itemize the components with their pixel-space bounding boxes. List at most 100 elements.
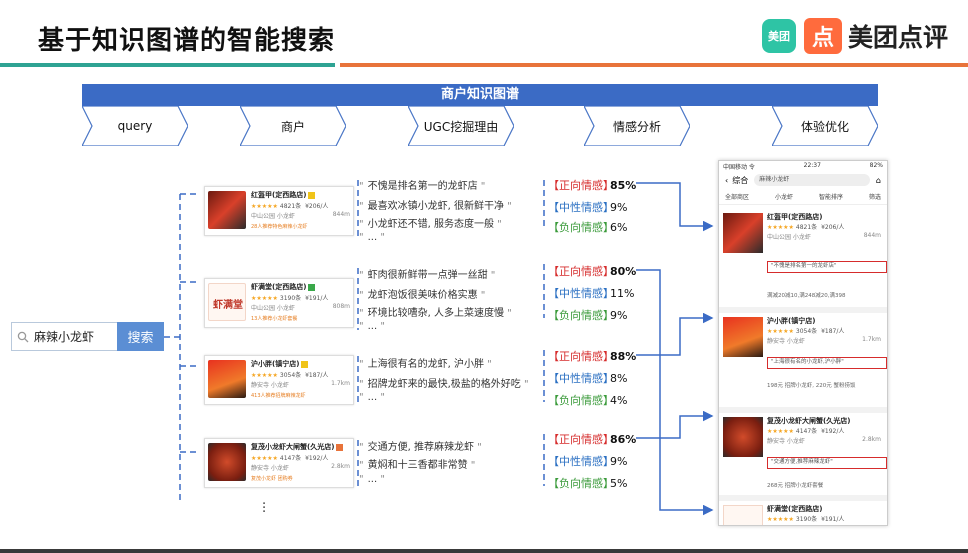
result-name: 复茂小龙虾大闸蟹(久光店)	[767, 417, 851, 425]
merchant-rating: ★★★★★4821条 ¥206/人	[251, 203, 329, 210]
sentiment-neutral: 【中性情感】9%	[548, 455, 628, 468]
filter-category[interactable]: 小龙虾	[774, 194, 793, 201]
ugc-quote: "龙虾泡饭很美味价格实惠 "	[359, 290, 486, 301]
merchant-area: 静安寺 小龙虾	[251, 465, 289, 472]
phone-search-input[interactable]: 麻辣小龙虾	[754, 174, 870, 186]
sentiment-neutral: 【中性情感】11%	[548, 287, 635, 300]
merchant-area: 中山公园 小龙虾	[251, 213, 295, 220]
svg-text:虾满堂: 虾满堂	[213, 298, 243, 311]
search-button[interactable]: 搜索	[117, 322, 164, 351]
merchant-tag: 复茂小龙虾 团购券	[251, 476, 293, 482]
result-promo: 268元 招牌小龙虾套餐	[767, 483, 824, 489]
sentiment-neutral: 【中性情感】9%	[548, 201, 628, 214]
merchant-card[interactable]: 复茂小龙虾大闸蟹(久光店) ★★★★★4147条 ¥192/人 静安寺 小龙虾 …	[204, 438, 354, 488]
result-name: 沪小胖(镇宁店)	[767, 317, 816, 325]
result-rating: ★★★★★4147条 ¥192/人	[767, 428, 845, 435]
result-promo: 满减20减10,满248减20,满398	[767, 293, 846, 299]
certified-badge-icon	[301, 360, 309, 368]
merchant-card[interactable]: 虾满堂 虾满堂(定西路店) ★★★★★3190条 ¥191/人 中山公园 小龙虾…	[204, 278, 354, 328]
sentiment-positive: 【正向情感】88%	[548, 350, 637, 363]
phone-result-item[interactable]: 虾满堂(定西路店) ★★★★★3190条 ¥191/人	[719, 495, 887, 525]
result-thumbnail	[723, 317, 763, 357]
filter-area[interactable]: 全部商区	[725, 194, 750, 201]
merchant-distance: 808m	[332, 303, 350, 310]
merchant-tag: 13人推荐小龙虾套餐	[251, 316, 298, 322]
dianping-logo-icon: 点	[804, 18, 842, 54]
merchant-thumbnail	[208, 360, 246, 398]
result-area: 静安寺 小龙虾	[767, 338, 805, 345]
merchant-area: 中山公园 小龙虾	[251, 305, 295, 312]
merchant-rating: ★★★★★4147条 ¥192/人	[251, 455, 329, 462]
merchant-thumbnail	[208, 443, 246, 481]
merchant-tag: 28人推荐特色麻辣小龙虾	[251, 224, 308, 230]
result-name: 红盔甲(定西路店)	[767, 213, 823, 221]
more-ellipsis: ···	[262, 497, 267, 520]
knowledge-graph-banner: 商户知识图谱	[82, 84, 878, 106]
ugc-quote: "... "	[359, 392, 385, 403]
sentiment-positive: 【正向情感】85%	[548, 179, 637, 192]
phone-nav: ‹ 综合 麻辣小龙虾 ⌂	[719, 171, 887, 189]
ugc-quote: "招牌龙虾来的最快,极盐的格外好吃 "	[359, 379, 529, 390]
ugc-quote: "上海很有名的龙虾, 沪小胖 "	[359, 359, 492, 370]
phone-result-item[interactable]: 红盔甲(定西路店) ★★★★★4821条 ¥206/人 中山公园 小龙虾 844…	[719, 209, 887, 301]
back-icon[interactable]: ‹	[725, 175, 729, 185]
merchant-name: 虾满堂(定西路店)	[251, 282, 316, 292]
phone-filters: 全部商区 小龙虾 智能排序 筛选	[719, 189, 887, 205]
result-thumbnail	[723, 213, 763, 253]
phone-result-item[interactable]: 复茂小龙虾大闸蟹(久光店) ★★★★★4147条 ¥192/人 静安寺 小龙虾 …	[719, 407, 887, 497]
result-area: 静安寺 小龙虾	[767, 438, 805, 445]
ugc-quote: "虾肉很新鲜带一点弹一丝甜 "	[359, 270, 496, 281]
ugc-quote: "环境比较嘈杂, 人多上菜速度慢 "	[359, 308, 512, 319]
header-divider-teal	[0, 63, 335, 67]
search-input[interactable]: 麻辣小龙虾	[34, 330, 95, 344]
search-icon	[12, 331, 34, 343]
merchant-tag: 413人推荐招牌麻辣龙虾	[251, 393, 306, 399]
sentiment-negative: 【负向情感】9%	[548, 309, 628, 322]
result-promo: 198元 招牌小龙虾, 220元 蟹粉捞饭	[767, 383, 856, 389]
filter-sort[interactable]: 智能排序	[818, 194, 843, 201]
merchant-thumbnail: 虾满堂	[208, 283, 246, 321]
pipeline-step-sentiment: 情感分析	[584, 106, 690, 146]
ugc-quote: "黄焖和十三香都非常赞 "	[359, 460, 476, 471]
result-rating: ★★★★★3054条 ¥187/人	[767, 328, 845, 335]
pipeline-step-merchant: 商户	[240, 106, 346, 146]
pipeline-step-query: query	[82, 106, 188, 146]
pipeline-step-experience: 体验优化	[772, 106, 878, 146]
ugc-quote: "... "	[359, 232, 385, 243]
result-review-highlight: "交通方便,推荐麻辣龙虾"	[767, 457, 887, 469]
merchant-thumbnail	[208, 191, 246, 229]
merchant-card[interactable]: 红盔甲(定西路店) ★★★★★4821条 ¥206/人 中山公园 小龙虾 844…	[204, 186, 354, 236]
certified-badge-icon	[308, 191, 316, 199]
sort-tab[interactable]: 综合	[732, 175, 749, 185]
result-name: 虾满堂(定西路店)	[767, 505, 823, 513]
result-thumbnail	[723, 417, 763, 457]
result-review-highlight: "上海很有名的小龙虾,沪小胖"	[767, 357, 887, 369]
merchant-name: 复茂小龙虾大闸蟹(久光店)	[251, 442, 344, 452]
merchant-name: 红盔甲(定西路店)	[251, 190, 316, 200]
page-title: 基于知识图谱的智能搜索	[38, 26, 336, 56]
merchant-distance: 2.8km	[331, 463, 350, 470]
ugc-quote: "不愧是排名第一的龙虾店 "	[359, 181, 486, 192]
ugc-quote: "... "	[359, 321, 385, 332]
phone-result-item[interactable]: 沪小胖(镇宁店) ★★★★★3054条 ¥187/人 静安寺 小龙虾 1.7km…	[719, 307, 887, 399]
filter-more[interactable]: 筛选	[868, 194, 881, 201]
phone-mockup: 中国移动 令 22:37 82% ‹ 综合 麻辣小龙虾 ⌂ 全部商区 小龙虾 智…	[718, 160, 888, 526]
merchant-name: 沪小胖(镇宁店)	[251, 359, 309, 369]
sentiment-positive: 【正向情感】80%	[548, 265, 637, 278]
merchant-area: 静安寺 小龙虾	[251, 382, 289, 389]
pipeline-step-ugc: UGC挖掘理由	[408, 106, 514, 146]
sentiment-negative: 【负向情感】5%	[548, 477, 628, 490]
sentiment-negative: 【负向情感】4%	[548, 394, 628, 407]
merchant-distance: 1.7km	[331, 380, 350, 387]
result-rating: ★★★★★3190条 ¥191/人	[767, 516, 845, 523]
sentiment-negative: 【负向情感】6%	[548, 221, 628, 234]
merchant-card[interactable]: 沪小胖(镇宁店) ★★★★★3054条 ¥187/人 静安寺 小龙虾 1.7km…	[204, 355, 354, 405]
logo-text: 美团点评	[848, 23, 949, 52]
certified-badge-icon	[336, 443, 344, 451]
header-divider-orange	[340, 63, 968, 67]
phone-status-bar: 中国移动 令 22:37 82%	[723, 162, 883, 171]
map-icon[interactable]: ⌂	[875, 175, 881, 185]
meituan-logo-icon: 美团	[762, 19, 796, 53]
